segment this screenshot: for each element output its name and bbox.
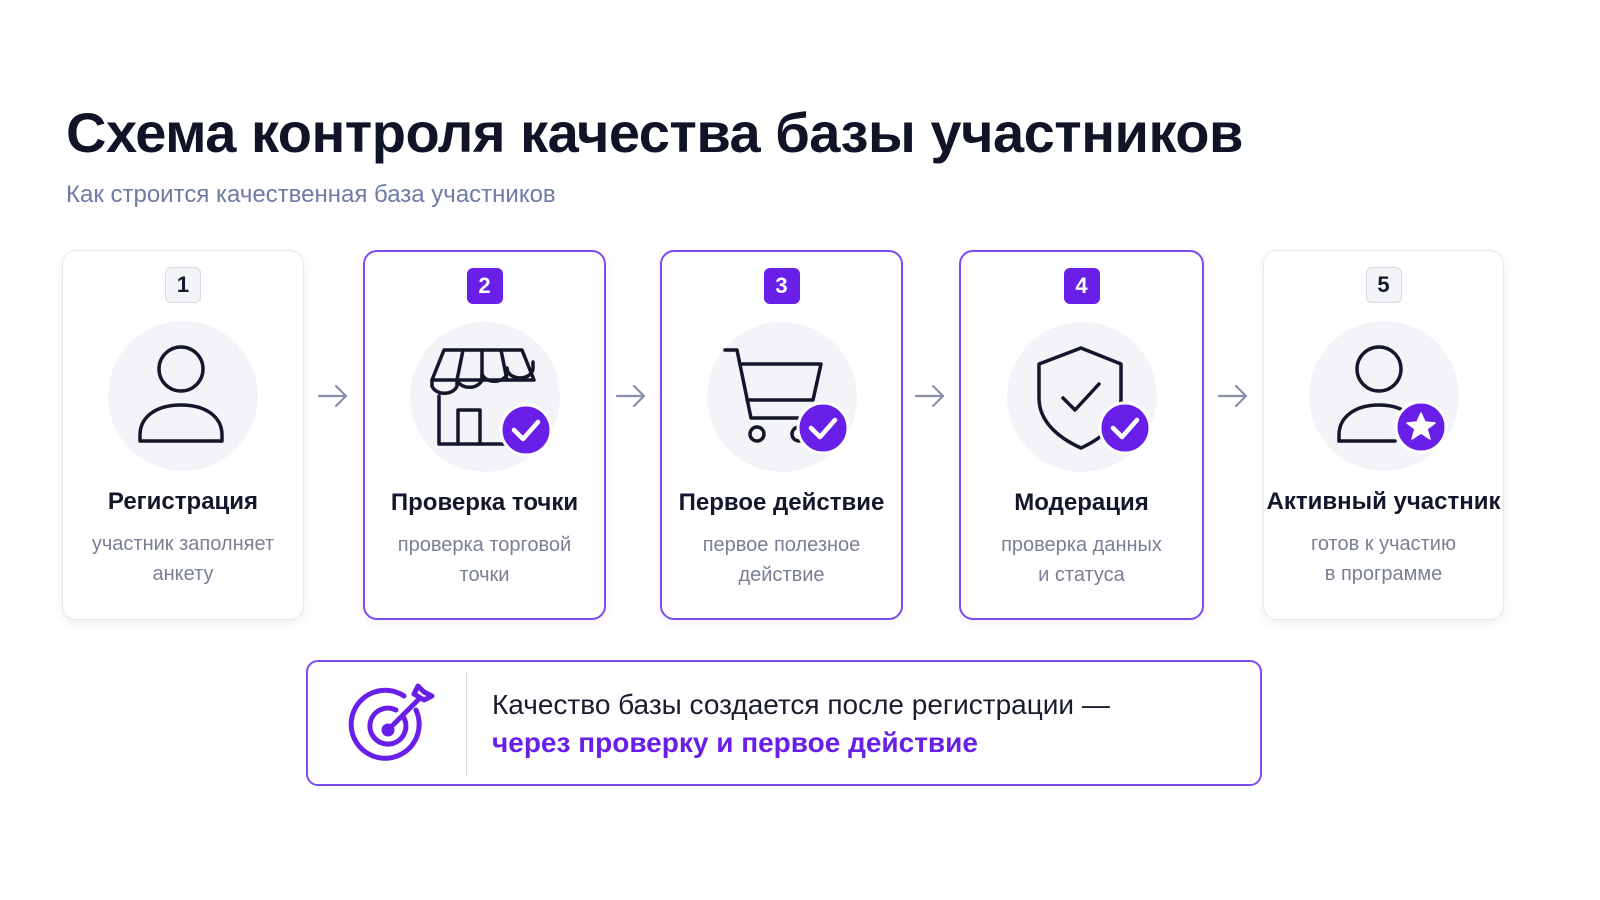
arrow-right-icon (914, 384, 945, 408)
page-title: Схема контроля качества базы участников (66, 101, 1243, 164)
step-card-registration: 1 Регистрация участник заполняет анкету (62, 250, 304, 620)
step-description: проверка данных и статуса (1001, 534, 1162, 586)
step-number-badge: 4 (1063, 268, 1100, 304)
step-number-badge: 5 (1365, 267, 1402, 303)
shield-check-icon (1006, 322, 1157, 472)
step-number-badge: 2 (466, 268, 503, 304)
step-card-store-check: 2 Проверка точки проверка торговой точки (363, 250, 606, 620)
note-text-main: Качество базы создается после регистраци… (492, 689, 1110, 720)
step-number-badge: 3 (763, 268, 800, 304)
step-card-moderation: 4 Модерация проверка данных и статуса (959, 250, 1204, 620)
step-description: проверка торговой точки (397, 534, 572, 586)
step-description: готов к участию в программе (1311, 533, 1456, 585)
arrow-right-icon (615, 384, 646, 408)
step-title: Регистрация (107, 488, 259, 515)
step-description: первое полезное действие (702, 534, 861, 586)
target-icon (348, 683, 435, 761)
arrow-right-icon (1217, 384, 1248, 408)
step-title: Проверка точки (390, 489, 579, 516)
divider (466, 672, 467, 776)
step-title: Активный участник (1266, 488, 1501, 515)
step-card-active-member: 5 Активный участник готов к участию в пр… (1263, 250, 1504, 620)
step-title: Модерация (1014, 489, 1149, 516)
summary-note: Качество базы создается после регистраци… (306, 660, 1262, 786)
store-check-icon (409, 322, 560, 472)
arrow-right-icon (317, 384, 348, 408)
cart-check-icon (706, 322, 857, 472)
step-title: Первое действие (678, 489, 885, 516)
step-card-first-action: 3 Первое действие первое полезное действ… (660, 250, 903, 620)
step-number-badge: 1 (165, 267, 201, 303)
user-icon (108, 321, 258, 471)
user-star-icon (1308, 321, 1459, 471)
note-text-highlight: через проверку и первое действие (492, 727, 978, 758)
step-description: участник заполняет анкету (91, 533, 275, 585)
note-text: Качество базы создается после регистраци… (492, 686, 1110, 762)
page-subtitle: Как строится качественная база участнико… (66, 181, 556, 208)
